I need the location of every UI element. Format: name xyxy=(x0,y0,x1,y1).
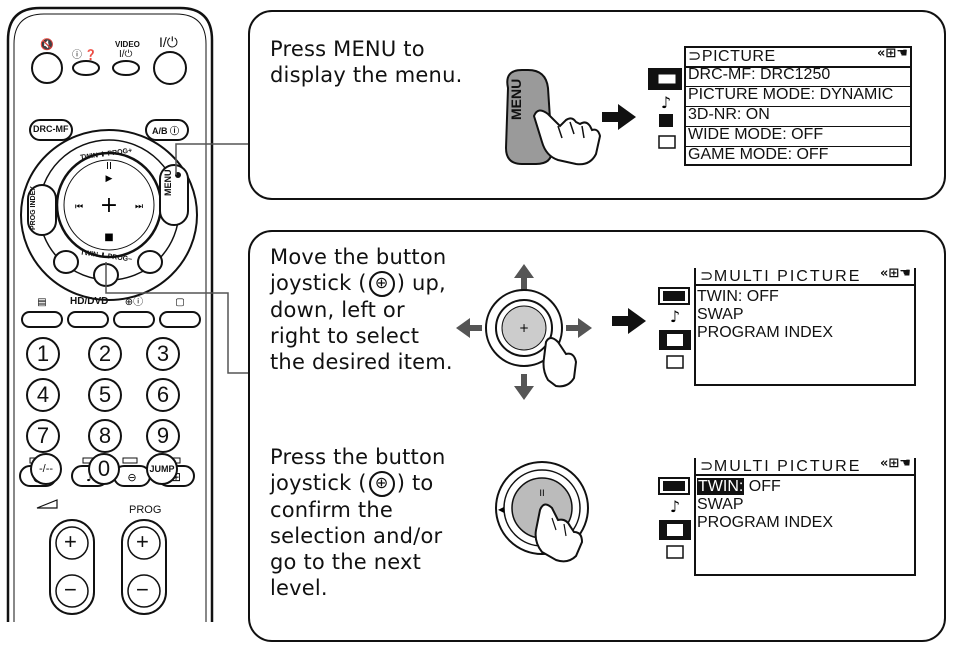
osd-menu-1 xyxy=(684,46,912,166)
volume-down-button[interactable] xyxy=(55,574,89,608)
pill-button-2[interactable] xyxy=(67,311,109,328)
pill-button-4[interactable] xyxy=(159,311,201,328)
mute-button[interactable] xyxy=(31,52,63,84)
osd-menu-1-item-3: 3D-NR: ON xyxy=(688,106,770,123)
video-label: VIDEO xyxy=(115,40,140,49)
info-label: ⓘ ❓ xyxy=(72,50,98,61)
pill-button-1[interactable] xyxy=(21,311,63,328)
drc-mf-button[interactable] xyxy=(29,119,73,141)
osd-menu-3-item-2: SWAP xyxy=(697,496,744,513)
osd-logo-icon-2: «⊞☚ xyxy=(880,266,911,281)
osd-menu-2-title: ⊃MULTI PICTURE xyxy=(700,268,862,285)
svg-text:▤: ▤ xyxy=(37,297,46,308)
svg-text:■: ■ xyxy=(104,232,113,243)
svg-text:♪: ♪ xyxy=(670,497,680,516)
number-button-9[interactable]: 9 xyxy=(146,419,180,453)
step2-text: Move the button joystick (⊕) up, down, l… xyxy=(270,245,453,374)
prog-plus-label: + xyxy=(136,529,149,554)
svg-text:▶: ▶ xyxy=(106,174,113,184)
svg-text:II: II xyxy=(539,489,544,499)
number-button-6[interactable]: 6 xyxy=(146,378,180,412)
joystick-icon: ⊕ xyxy=(368,271,395,297)
joystick-icon-2: ⊕ xyxy=(368,471,395,497)
svg-text:▢: ▢ xyxy=(175,297,184,308)
power-button[interactable] xyxy=(153,51,187,85)
osd-menu-1-item-5: GAME MODE: OFF xyxy=(688,146,829,163)
number-button-0[interactable]: 0 xyxy=(88,453,120,485)
svg-text:+: + xyxy=(100,193,118,218)
volume-plus-label: + xyxy=(64,529,77,554)
prog-minus-label: − xyxy=(136,577,149,602)
osd-logo-icon: «⊞☚ xyxy=(877,46,908,61)
ab-button[interactable] xyxy=(145,119,189,141)
menu-button-illustration xyxy=(504,69,602,166)
mute-label: 🔇 xyxy=(40,39,54,51)
joystick-directions-illustration: + xyxy=(456,264,592,400)
svg-text:⊞: ⊞ xyxy=(171,470,181,484)
hd-dvd-label: HD/DVD xyxy=(70,296,109,307)
jump-button[interactable]: JUMP xyxy=(146,453,178,485)
osd-menu-2-sidebar: ♪ xyxy=(658,287,691,369)
remote-control: II ▶ ⏮ ⏭ + ■ ◀ ▶ ▤ ⊕ⓘ ▢ ◐ ♪ ⊖ ⊞ xyxy=(6,6,214,622)
svg-text:⊕ⓘ: ⊕ⓘ xyxy=(125,296,143,308)
drc-mf-label: DRC-MF xyxy=(33,124,69,134)
volume-up-button[interactable] xyxy=(55,526,89,560)
swap-button-left[interactable] xyxy=(53,250,79,274)
number-button-5[interactable]: 5 xyxy=(88,378,122,412)
osd-menu-3-item-1: TWIN: OFF xyxy=(697,478,781,495)
step1-panel xyxy=(248,10,946,200)
arrow-right-icon-2 xyxy=(612,308,646,334)
joystick-press-illustration: II ◀ xyxy=(495,461,589,563)
highlighted-item: TWIN: xyxy=(697,478,745,495)
swap-button-right[interactable] xyxy=(137,250,163,274)
svg-text:⏭: ⏭ xyxy=(135,202,143,212)
info-button[interactable] xyxy=(72,60,100,76)
number-button-1[interactable]: 1 xyxy=(26,337,60,371)
osd-menu-2-item-1: TWIN: OFF xyxy=(697,288,779,305)
pill-button-3[interactable] xyxy=(113,311,155,328)
osd-menu-2 xyxy=(694,268,916,386)
svg-text:+: + xyxy=(519,321,529,335)
video-sub-label: I/⏻ xyxy=(119,49,133,60)
osd-menu-2-item-3: PROGRAM INDEX xyxy=(697,324,834,341)
svg-text:⏮: ⏮ xyxy=(75,202,83,212)
osd-menu-1-title: ⊃PICTURE xyxy=(688,48,776,65)
step3-text: Press the button joystick (⊕) to confirm… xyxy=(270,445,446,600)
osd-menu-1-item-1: DRC-MF: DRC1250 xyxy=(688,66,831,83)
prog-down-button[interactable] xyxy=(127,574,161,608)
ab-label: A/B ⓘ xyxy=(152,126,180,136)
number-button-3[interactable]: 3 xyxy=(146,337,180,371)
svg-text:♪: ♪ xyxy=(670,307,680,326)
power-label: I/⏻ xyxy=(159,34,178,50)
menu-button-label: MENU xyxy=(508,78,524,120)
volume-minus-label: − xyxy=(64,577,77,602)
number-button-8[interactable]: 8 xyxy=(88,419,122,453)
menu-button[interactable] xyxy=(159,164,189,226)
number-button-7[interactable]: 7 xyxy=(26,419,60,453)
svg-text:II: II xyxy=(106,161,112,172)
osd-menu-sidebar: ♪ xyxy=(648,68,682,149)
osd-logo-icon-3: «⊞☚ xyxy=(880,456,911,471)
prog-up-button[interactable] xyxy=(127,526,161,560)
osd-menu-3-title: ⊃MULTI PICTURE xyxy=(700,458,862,475)
prog-index-button[interactable] xyxy=(27,184,57,236)
svg-text:⊖: ⊖ xyxy=(127,471,136,484)
osd-menu-3-sidebar: ♪ xyxy=(658,477,691,559)
number-button-2[interactable]: 2 xyxy=(88,337,122,371)
video-button[interactable] xyxy=(112,60,140,76)
osd-menu-2-item-2: SWAP xyxy=(697,306,744,323)
step1-text: Press MENU to display the menu. xyxy=(270,37,463,87)
step2-panel xyxy=(248,230,946,642)
prog-label: PROG xyxy=(129,504,162,516)
number-button-4[interactable]: 4 xyxy=(26,378,60,412)
arrow-right-icon xyxy=(602,104,636,130)
osd-menu-1-item-4: WIDE MODE: OFF xyxy=(688,126,824,143)
svg-text:♪: ♪ xyxy=(661,93,671,112)
osd-menu-1-item-2: PICTURE MODE: DYNAMIC xyxy=(688,86,894,103)
osd-menu-3-item-3: PROGRAM INDEX xyxy=(697,514,834,531)
svg-text:◀: ◀ xyxy=(498,505,505,514)
dash-digit-button[interactable]: -/-- xyxy=(30,453,62,485)
osd-menu-3 xyxy=(694,458,916,576)
